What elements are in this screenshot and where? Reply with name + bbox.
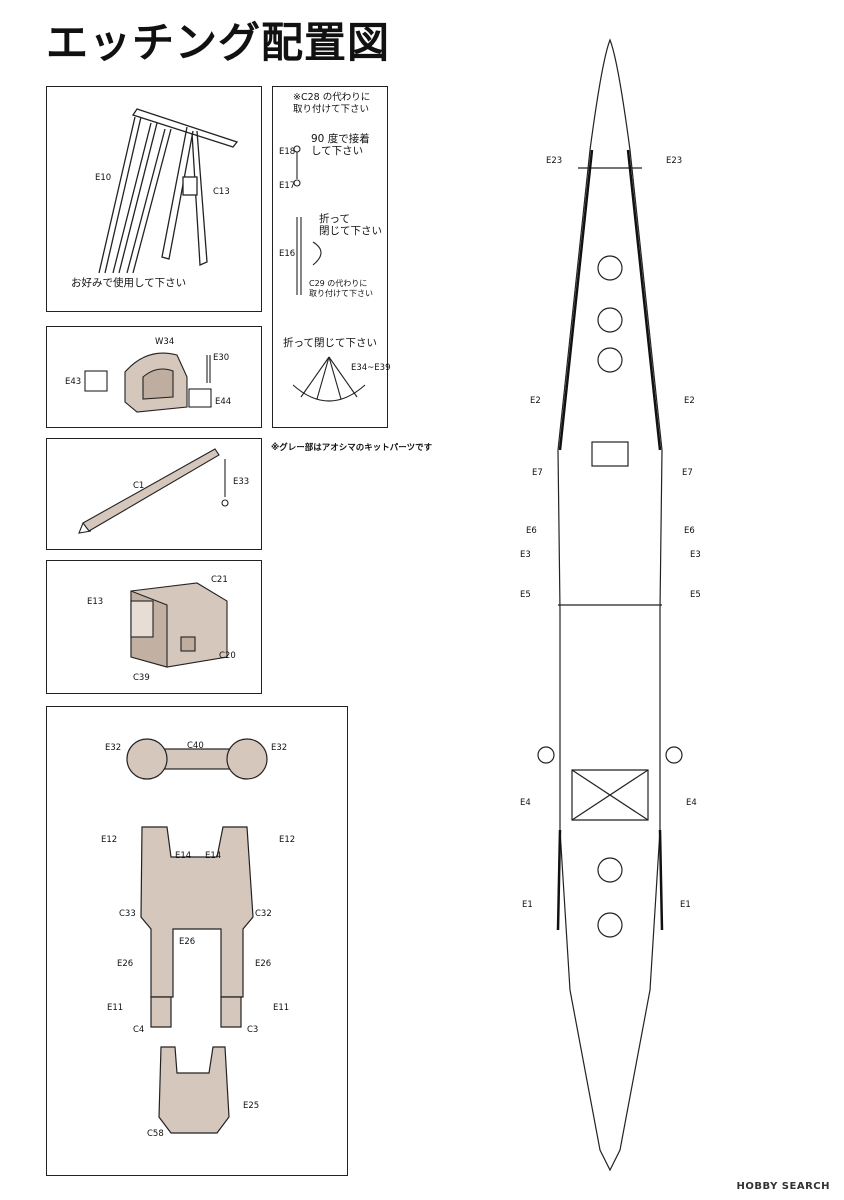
label-c13: C13 (213, 187, 230, 197)
label-e13: E13 (87, 597, 104, 607)
panel-turret-railing: W34 E30 E43 E44 (46, 326, 262, 428)
label-e10: E10 (95, 173, 112, 183)
label-e26-right: E26 (255, 959, 272, 969)
label-e34-e39: E34~E39 (351, 363, 391, 373)
label-c20: C20 (219, 651, 236, 661)
label-e12-left: E12 (101, 835, 118, 845)
ship-top-view (537, 38, 683, 1172)
ship-label-right-e7: E7 (682, 468, 693, 478)
notes-note1: ※C28 の代わりに (293, 92, 371, 103)
director-drawing (130, 582, 228, 668)
label-e16: E16 (279, 249, 296, 259)
platforms-drawing (126, 738, 268, 1134)
label-c32: C32 (255, 909, 272, 919)
mast-drawing (98, 108, 239, 274)
notes-drawing (292, 145, 366, 402)
label-c1: C1 (133, 481, 145, 491)
watermark: HOBBY SEARCH (736, 1181, 830, 1192)
label-w34: W34 (155, 337, 175, 347)
label-e11-right: E11 (273, 1003, 290, 1013)
notes-step1b: して下さい (311, 145, 364, 157)
gray-parts-note: ※グレー部はアオシマのキットパーツです (271, 443, 433, 453)
label-e32-left: E32 (105, 743, 122, 753)
ship-label-right-e3: E3 (690, 550, 701, 560)
ship-label-left-e2: E2 (530, 396, 541, 406)
notes-step1a: 90 度で接着 (311, 133, 370, 145)
label-e26-left: E26 (117, 959, 134, 969)
label-c21: C21 (211, 575, 228, 585)
ship-label-right-e23: E23 (666, 156, 683, 166)
notes-note1b: 取り付けて下さい (293, 104, 370, 115)
panel-masts: E10 C13 お好みで使用して下さい (46, 86, 262, 312)
ship-label-left-e7: E7 (532, 468, 543, 478)
panel-notes: ※C28 の代わりに 取り付けて下さい 90 度で接着 して下さい E18 E1… (272, 86, 391, 428)
label-c39: C39 (133, 673, 150, 683)
label-e17: E17 (279, 181, 296, 191)
label-e26-center: E26 (179, 937, 196, 947)
page-title: エッチング配置図 (46, 18, 391, 67)
panel-director: C21 E13 C20 C39 (46, 560, 262, 694)
label-e44: E44 (215, 397, 232, 407)
ship-label-left-e5: E5 (520, 590, 531, 600)
label-e11-left: E11 (107, 1003, 124, 1013)
label-c3: C3 (247, 1025, 259, 1035)
label-e33: E33 (233, 477, 250, 487)
notes-note2a: C29 の代わりに (309, 279, 368, 288)
label-e30: E30 (213, 353, 230, 363)
ship-label-left-e1: E1 (522, 900, 533, 910)
label-e25: E25 (243, 1101, 260, 1111)
ship-label-left-e23: E23 (546, 156, 563, 166)
label-c4: C4 (133, 1025, 145, 1035)
panel1-caption: お好みで使用して下さい (71, 277, 187, 289)
turret-drawing (84, 352, 212, 413)
notes-step2b: 閉じて下さい (319, 225, 382, 237)
panel-crane: C1 E33 (46, 438, 262, 550)
label-c58: C58 (147, 1129, 164, 1139)
ship-label-right-e5: E5 (690, 590, 701, 600)
ship-label-right-e6: E6 (684, 526, 695, 536)
panel-platforms: E32 C40 E32 E12 E12 E14 E14 C33 C32 E26 … (46, 706, 348, 1176)
ship-label-left-e3: E3 (520, 550, 531, 560)
notes-step2a: 折って (319, 213, 350, 225)
notes-note2b: 取り付けて下さい (309, 289, 373, 298)
label-e14-right: E14 (205, 851, 222, 861)
label-e43: E43 (65, 377, 82, 387)
ship-label-right-e4: E4 (686, 798, 697, 808)
label-e14-left: E14 (175, 851, 192, 861)
label-e32-right: E32 (271, 743, 288, 753)
ship-label-left-e4: E4 (520, 798, 531, 808)
ship-label-right-e1: E1 (680, 900, 691, 910)
label-c33: C33 (119, 909, 136, 919)
ship-label-right-e2: E2 (684, 396, 695, 406)
ship-label-left-e6: E6 (526, 526, 537, 536)
label-e18: E18 (279, 147, 296, 157)
notes-step3: 折って閉じて下さい (283, 337, 377, 349)
crane-drawing (78, 448, 229, 534)
label-e12-right: E12 (279, 835, 296, 845)
label-c40: C40 (187, 741, 204, 751)
